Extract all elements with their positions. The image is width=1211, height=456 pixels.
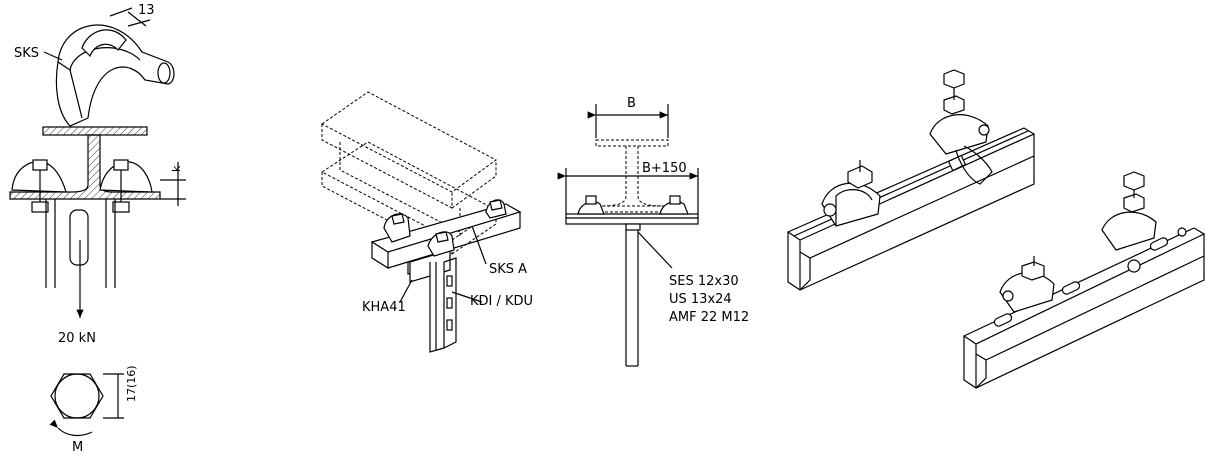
hex-nut-view bbox=[49, 373, 124, 437]
label-sks-a: SKS A bbox=[489, 262, 527, 277]
label-dim-b: B bbox=[627, 96, 636, 111]
front-section-view bbox=[557, 104, 699, 367]
beam-assembly-isometric bbox=[321, 91, 522, 353]
label-dim-13: 13 bbox=[138, 3, 155, 18]
label-moment: M bbox=[72, 440, 83, 455]
ibeam-elevation bbox=[9, 126, 186, 318]
label-hex-dim: 17(16) bbox=[125, 365, 138, 402]
label-ses: SES 12x30 bbox=[669, 274, 739, 289]
label-kdi-kdu: KDI / KDU bbox=[470, 294, 533, 309]
rail-assembly-top bbox=[786, 69, 1036, 291]
label-load: 20 kN bbox=[58, 331, 96, 346]
label-kha41: KHA41 bbox=[362, 300, 406, 315]
label-us: US 13x24 bbox=[669, 292, 732, 307]
label-sks: SKS bbox=[14, 46, 39, 61]
label-dim-k: k bbox=[170, 165, 183, 172]
label-amf: AMF 22 M12 bbox=[669, 310, 749, 325]
label-dim-b150: B+150 bbox=[642, 161, 687, 176]
rail-assembly-bottom bbox=[962, 171, 1206, 389]
sks-clamp-isometric bbox=[43, 7, 175, 127]
